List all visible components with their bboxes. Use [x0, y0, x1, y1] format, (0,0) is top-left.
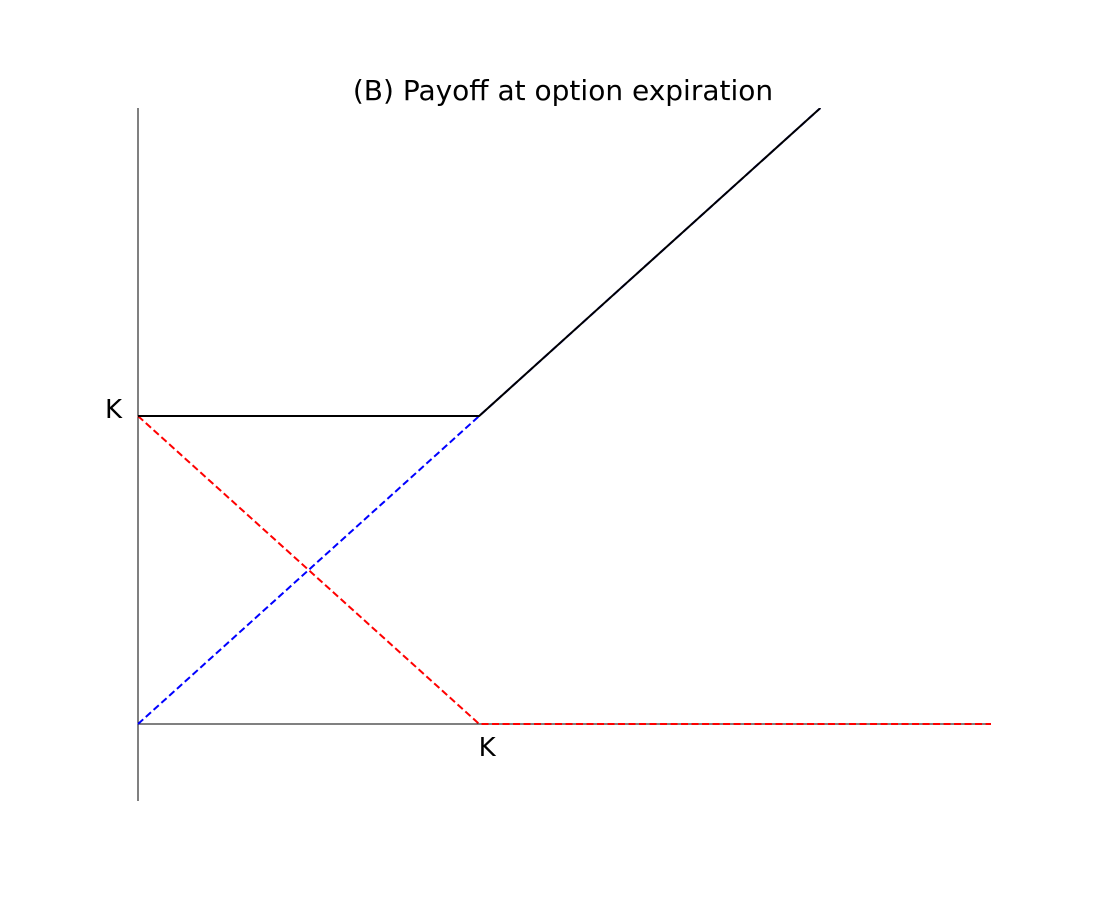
series-group [137, 108, 991, 725]
x-tick-label: K [479, 733, 497, 763]
y-tick-label: K [105, 395, 123, 425]
plot-area: KK [105, 108, 991, 801]
put-payoff-line [137, 415, 991, 725]
portfolio-payoff-line [138, 108, 822, 417]
stock-payoff-line [137, 108, 822, 725]
chart-title: (B) Payoff at option expiration [353, 74, 773, 107]
